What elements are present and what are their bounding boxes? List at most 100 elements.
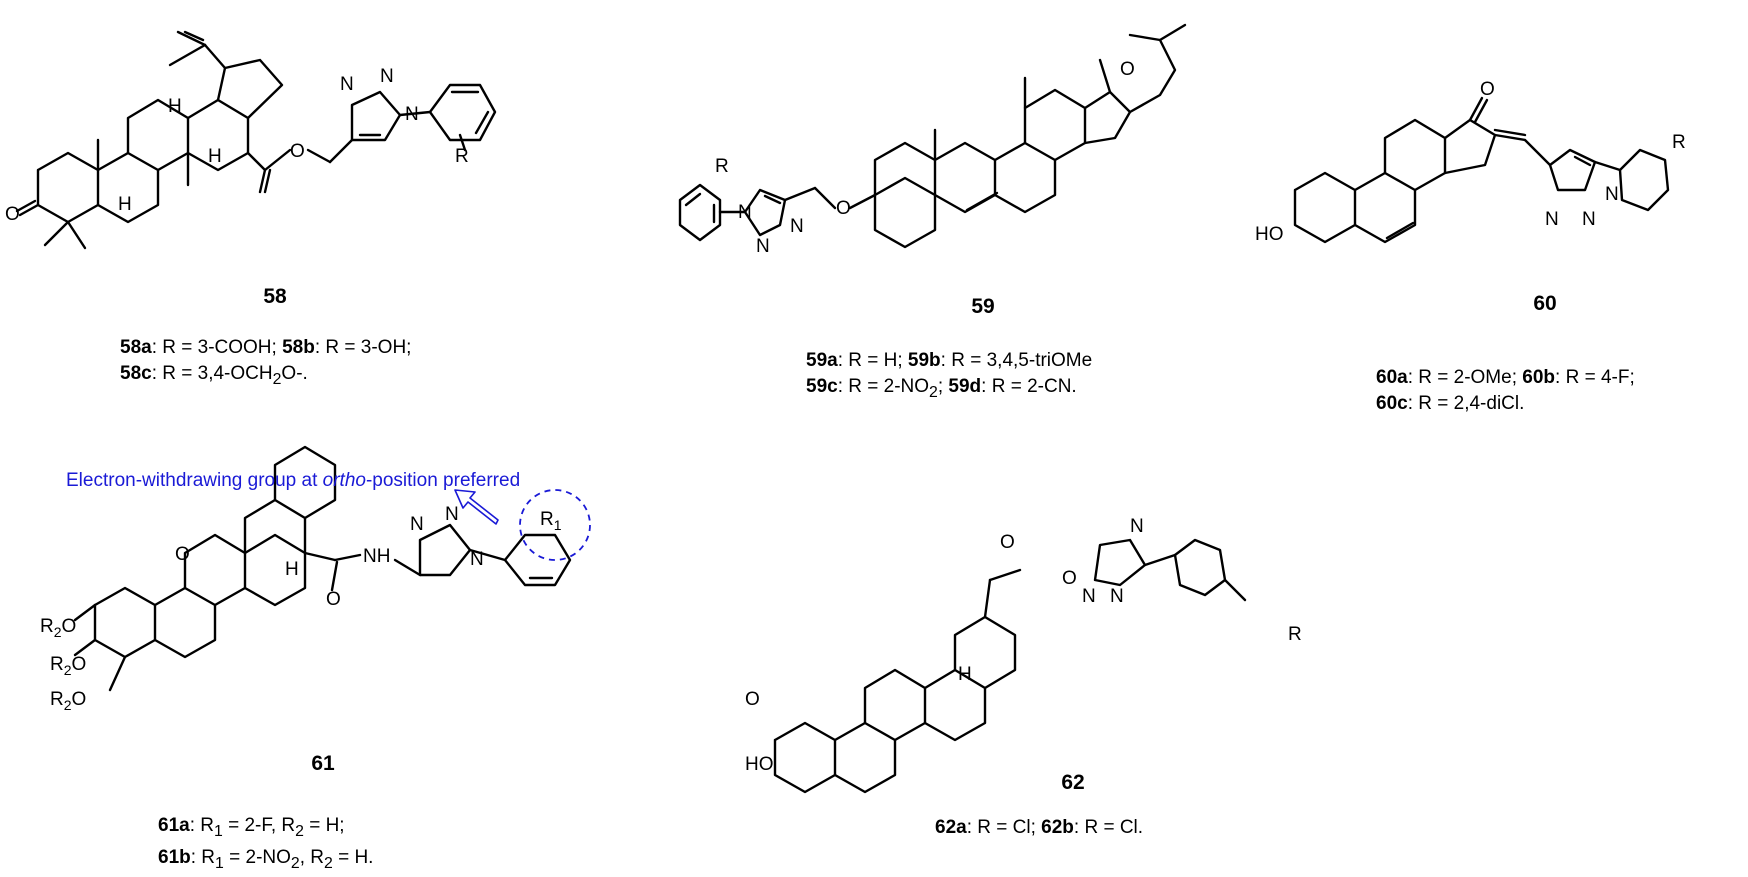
definition-text: : R = 2-NO <box>837 376 930 397</box>
definition-line: 60c: R = 2,4-diCl. <box>1376 391 1635 417</box>
annotation-text-italic: ortho <box>322 470 366 491</box>
definition-text: = H; <box>303 815 345 836</box>
definition-text: : R = Cl; <box>966 817 1042 838</box>
atom-n-59b: N <box>756 236 770 257</box>
definition-text: : R = 3-OH; <box>314 337 412 358</box>
atom-r1-61: R1 <box>540 509 562 533</box>
atom-n-62b: N <box>1110 586 1124 607</box>
atom-h-58b: H <box>168 96 182 117</box>
definitions-61: 61a: R1 = 2-F, R2 = H;61b: R1 = 2-NO2, R… <box>158 813 373 877</box>
compound-code: 59d <box>948 376 982 397</box>
atom-ho-60: HO <box>1255 224 1284 245</box>
annotation-text-before: Electron-withdrawing group at <box>66 470 323 491</box>
ortho-arrow-icon <box>454 489 499 525</box>
atom-o-61: O <box>175 544 190 565</box>
compound-number-58: 58 <box>263 285 287 308</box>
definition-text: : R = 2-OMe; <box>1407 367 1523 388</box>
definition-line: 58a: R = 3-COOH; 58b: R = 3-OH; <box>120 335 411 361</box>
atom-n-58c: N <box>405 104 419 125</box>
atom-r-59: R <box>715 156 729 177</box>
definition-text: ; <box>937 376 949 397</box>
structure-59 <box>678 23 1187 249</box>
compound-code: 58a <box>120 337 152 358</box>
definition-text: : R = 3,4,5-triOMe <box>940 350 1093 371</box>
atom-o-58-ester: O <box>290 141 305 162</box>
compound-code: 60c <box>1376 393 1408 414</box>
atom-n-58b: N <box>380 66 394 87</box>
subscript: 2 <box>929 383 938 401</box>
atom-o-60: O <box>1480 79 1495 100</box>
atom-labels: O H H H O N N N R R N N N O O HO O N N N… <box>5 59 1686 775</box>
atom-h-62: H <box>958 664 972 685</box>
definition-text: : R = 4-F; <box>1555 367 1635 388</box>
atom-r-62: R <box>1288 624 1302 645</box>
definition-text: : R = 2,4-diCl. <box>1407 393 1525 414</box>
subscript: 2 <box>272 370 282 388</box>
atom-r2o-61c: R2O <box>50 689 86 713</box>
definition-text: O-. <box>281 363 308 384</box>
definition-line: 60a: R = 2-OMe; 60b: R = 4-F; <box>1376 365 1635 391</box>
atom-h-58: H <box>118 194 132 215</box>
atom-n-59c: N <box>790 216 804 237</box>
subscript: 1 <box>215 854 224 872</box>
definition-text: : R = 3,4-OCH <box>151 363 273 384</box>
compound-code: 61a <box>158 815 190 836</box>
structure-58 <box>15 30 497 250</box>
definition-text: : R = H; <box>837 350 908 371</box>
atom-n-62c: N <box>1082 586 1096 607</box>
atom-o-59: O <box>836 198 851 219</box>
definition-text: = 2-F, R <box>222 815 296 836</box>
definition-text: : R <box>189 815 214 836</box>
definitions-60: 60a: R = 2-OMe; 60b: R = 4-F;60c: R = 2,… <box>1376 365 1635 417</box>
atom-n-60a: N <box>1545 209 1559 230</box>
subscript: 2 <box>324 854 333 872</box>
ortho-annotation: Electron-withdrawing group at ortho-posi… <box>66 470 520 492</box>
compound-code: 61b <box>158 846 191 868</box>
definition-text: : R <box>190 846 216 868</box>
atom-o-62-ketone: O <box>745 689 760 710</box>
compound-code: 62a <box>935 817 967 838</box>
compound-code: 59b <box>907 350 941 371</box>
structure-61 <box>73 445 591 692</box>
subscript: 2 <box>295 822 304 840</box>
atom-o-61-amide: O <box>326 589 341 610</box>
definition-text: = 2-NO <box>223 846 291 868</box>
atom-n-61b: N <box>445 504 459 525</box>
compound-code: 62b <box>1041 817 1074 838</box>
compound-code: 59c <box>806 376 838 397</box>
atom-r2o-61a: R2O <box>40 616 76 640</box>
compound-number-59: 59 <box>971 295 995 318</box>
definition-line: 59c: R = 2-NO2; 59d: R = 2-CN. <box>806 374 1092 406</box>
definition-line: 61b: R1 = 2-NO2, R2 = H. <box>158 845 373 877</box>
atom-o-62: O <box>1000 532 1015 553</box>
atom-r-60: R <box>1672 132 1686 153</box>
atom-n-58a: N <box>340 74 354 95</box>
annotation-text-after: -position preferred <box>365 470 521 491</box>
atom-nh-61: NH <box>363 546 390 567</box>
atom-n-60b: N <box>1582 209 1596 230</box>
atom-h-61: H <box>285 559 299 580</box>
atom-h-58c: H <box>208 146 222 167</box>
atom-n-61a: N <box>410 514 424 535</box>
atom-ho-62: HO <box>745 754 774 775</box>
compound-code: 58c <box>120 363 152 384</box>
definition-text: = H. <box>332 846 374 868</box>
definition-line: 62a: R = Cl; 62b: R = Cl. <box>935 815 1143 841</box>
definition-text: : R = 2-CN. <box>981 376 1077 397</box>
structure-62 <box>773 538 1247 794</box>
atom-o-62-ester: O <box>1062 568 1077 589</box>
definitions-62: 62a: R = Cl; 62b: R = Cl. <box>935 815 1143 841</box>
atom-n-61c: N <box>470 549 484 570</box>
compound-code: 60b <box>1522 367 1556 388</box>
compound-number-62: 62 <box>1061 771 1085 794</box>
atom-r2o-61b: R2O <box>50 654 86 678</box>
structure-60 <box>1293 96 1670 244</box>
compound-code: 58b <box>282 337 315 358</box>
compound-code: 59a <box>806 350 838 371</box>
atom-n-62a: N <box>1130 516 1144 537</box>
atom-n-59a: N <box>738 202 752 223</box>
atom-n-60c: N <box>1605 184 1619 205</box>
atom-o-58: O <box>5 204 20 225</box>
